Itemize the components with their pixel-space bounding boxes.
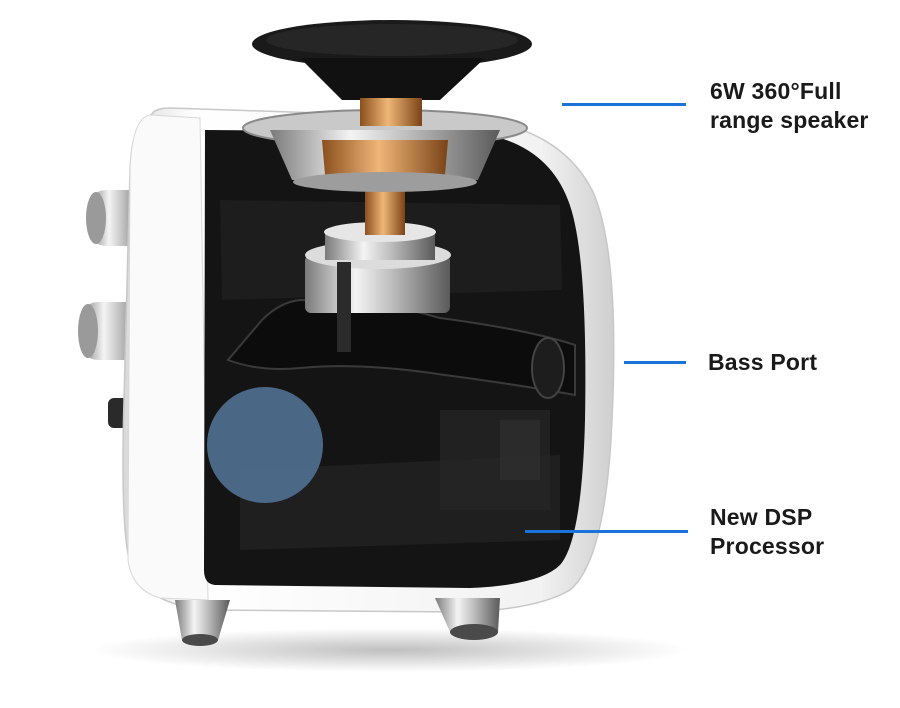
- speaker-label-line2: range speaker: [710, 107, 869, 133]
- bass-port-callout-line: [624, 361, 686, 364]
- dsp-label: New DSP Processor: [710, 503, 824, 561]
- foot-left: [175, 600, 230, 644]
- bass-port-label: Bass Port: [708, 348, 817, 377]
- speaker-cone: [300, 58, 485, 100]
- speaker-label-line1: 6W 360°Full: [710, 78, 842, 104]
- bass-port-duct: [226, 298, 576, 397]
- dsp-processor-marker: [207, 387, 323, 503]
- dsp-label-line2: Processor: [710, 533, 825, 559]
- speaker-callout-line: [562, 103, 686, 106]
- floor-shadow: [90, 628, 690, 672]
- bass-port-label-text: Bass Port: [708, 349, 818, 375]
- voice-coil: [322, 140, 448, 175]
- dsp-label-line1: New DSP: [710, 504, 813, 530]
- dsp-callout-line: [525, 530, 688, 533]
- front-face-rim: [127, 114, 209, 601]
- speaker-label: 6W 360°Full range speaker: [710, 77, 869, 135]
